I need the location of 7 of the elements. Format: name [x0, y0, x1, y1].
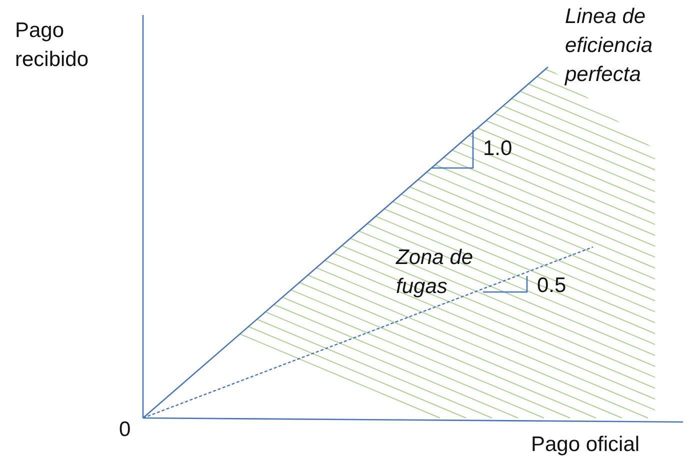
slope-label: 0.5	[537, 273, 566, 299]
origin-label: 0	[119, 417, 131, 443]
line-label: Linea de eficiencia perfecta	[565, 4, 654, 88]
zone-label: Zona de fugas	[396, 245, 474, 300]
slope-label: 1.0	[483, 136, 512, 162]
axis-label: Pago oficial	[531, 432, 640, 458]
axis-label: Pago recibido	[15, 18, 90, 73]
